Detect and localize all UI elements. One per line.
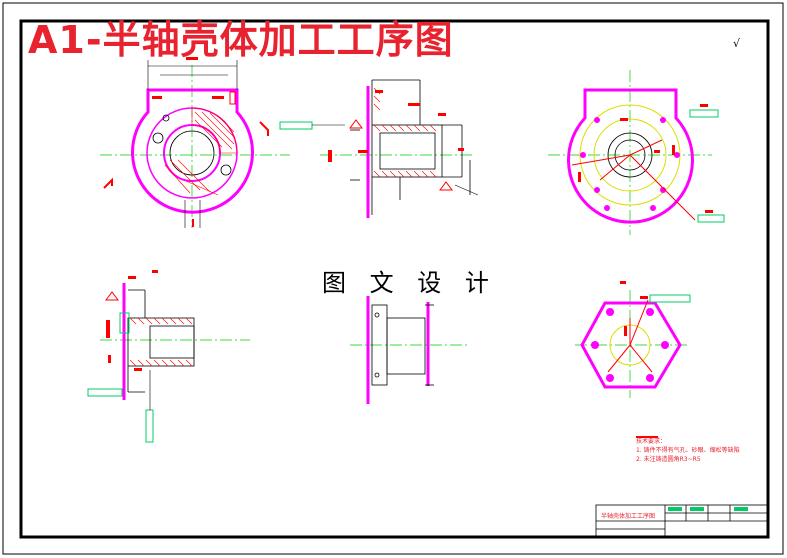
title-block (595, 504, 769, 538)
surface-finish-symbol: √ (733, 37, 741, 50)
tech-notes-heading: 技术要求： (636, 438, 667, 445)
view-front-top-left (100, 57, 290, 228)
tech-notes-heading-mark (636, 436, 658, 438)
view-hex-flange-bottom-right (575, 281, 691, 398)
inner-border (19, 19, 770, 539)
watermark-text: 图 文 设 计 (322, 269, 497, 297)
view-section-bottom-left (87, 270, 250, 443)
title-block-cells (668, 507, 748, 511)
tech-notes-line-2: 2. 未注铸造圆角R3~R5 (636, 456, 701, 463)
tech-notes-line-1: 1. 铸件不得有气孔、砂眼、缩松等缺陷 (636, 447, 740, 454)
view-flange-top-right (548, 70, 725, 235)
view-side-bottom-middle (350, 296, 470, 404)
technical-requirements: 技术要求： 1. 铸件不得有气孔、砂眼、缩松等缺陷 2. 未注铸造圆角R3~R5 (636, 437, 740, 464)
view-section-top-middle (279, 79, 479, 218)
drawing-title: A1-半轴壳体加工工序图 (28, 18, 454, 62)
title-block-part-name: 半轴壳体加工工序图 (601, 513, 656, 520)
